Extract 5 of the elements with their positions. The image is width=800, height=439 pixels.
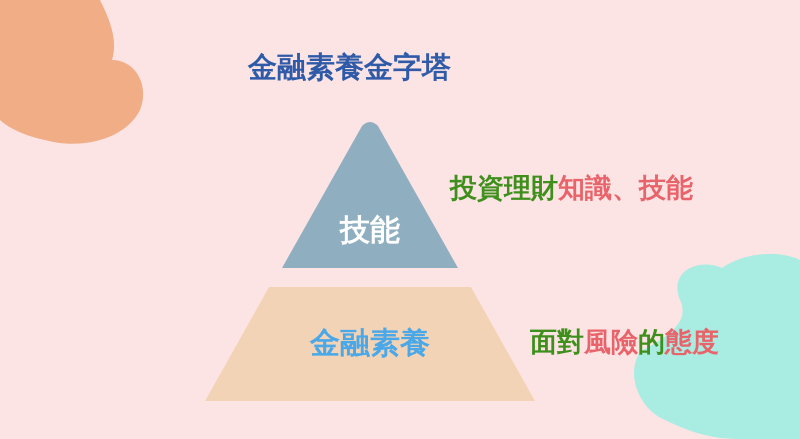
level-description: 面對風險的態度 xyxy=(530,326,719,360)
level-label: 金融素養 xyxy=(308,325,431,363)
diagram-title: 金融素養金字塔 xyxy=(248,49,451,86)
level-label: 技能 xyxy=(338,212,401,250)
level-description: 投資理財知識、技能 xyxy=(450,172,693,206)
